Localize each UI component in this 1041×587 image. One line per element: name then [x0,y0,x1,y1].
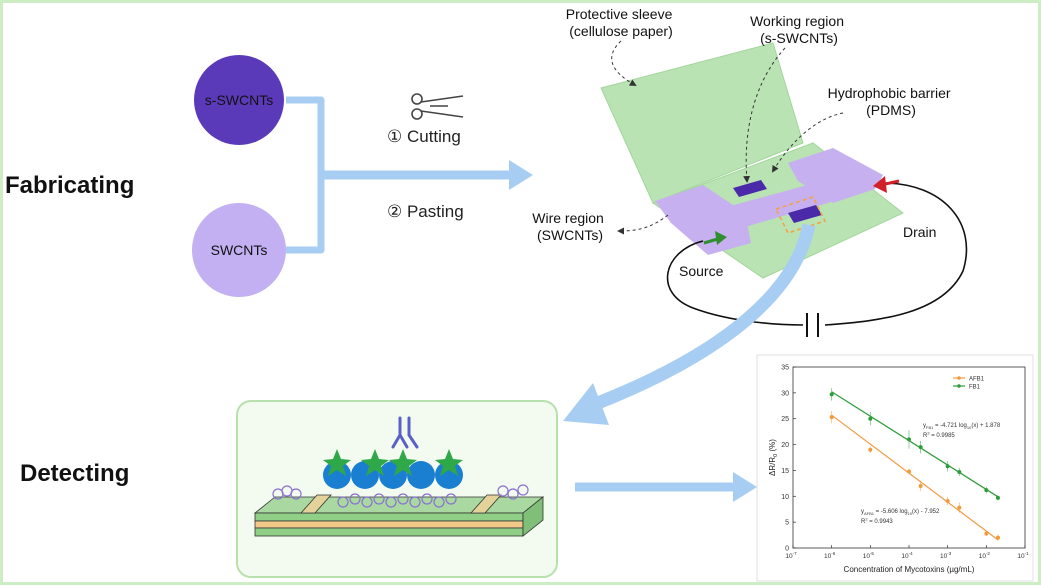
substrate-layer-orange [254,520,524,529]
sensor-cross-section [253,416,545,537]
y-tick-label: 25 [781,416,789,423]
data-point-afb1 [829,415,834,420]
x-tick-label: 10-5 [863,551,875,560]
detect-arrow-head [733,472,757,502]
x-tick-label: 10-4 [901,551,913,560]
step-cutting: ① Cutting [387,127,461,146]
circuit-wire-right [824,182,968,326]
merge-bracket [286,96,325,254]
protective-sleeve-line2: (cellulose paper) [569,23,673,39]
x-tick-label: 10-6 [824,551,836,560]
wire-region-pad-left [655,185,751,255]
fit-line-afb1 [831,414,999,541]
substrate-layer-bottom [254,527,524,537]
x-tick-label: 10-2 [979,551,991,560]
legend-label-afb1: AFB1 [969,377,985,383]
s-swcnts-circle [194,55,284,145]
data-point-afb1 [957,505,962,510]
protective-sleeve-line1: Protective sleeve [566,6,673,22]
protective-sleeve-flap [600,42,804,204]
y-tick-label: 15 [781,468,789,475]
hydrophobic-barrier-line1: Hydrophobic barrier [828,85,951,101]
section-title-detecting: Detecting [20,460,129,487]
section-title-fabricating: Fabricating [5,172,134,199]
curved-arrow-head [563,383,609,425]
protective-sleeve-label: Protective sleeve (cellulose paper) [566,6,677,39]
wire-region-label: Wire region (SWCNTs) [532,210,607,243]
chart-panel [756,354,1034,582]
data-point-fb1 [984,488,989,493]
data-point-fb1 [918,445,923,450]
highlight-box [774,196,827,234]
data-point-fb1 [995,495,1000,500]
x-tick-label: 10-3 [940,551,952,560]
swcnts-circle [192,203,286,297]
r-squared-fb1: R2 = 0.9985 [923,431,955,440]
scissors-icon [411,93,464,120]
equation-afb1: yAFB1 = -5.606 log10(x) - 7.952 [861,509,940,516]
working-region-upper [733,180,767,197]
source-arrowhead [715,231,727,245]
y-axis-label: ΔR/R0 (%) [768,439,779,476]
x-axis-label: Concentration of Mycotoxins (µg/mL) [844,565,975,574]
data-point-afb1 [945,498,950,503]
working-region-lower [788,205,822,223]
substrate-top [253,496,545,514]
source-label: Source [679,263,724,279]
data-point-afb1 [907,469,911,474]
y-tick-label: 20 [781,442,789,449]
schematic-figure: Fabricating s-SWCNTs SWCNTs ① Cutting ② … [5,6,1034,582]
data-point-afb1 [918,483,923,488]
r-squared-afb1: R2 = 0.9943 [861,517,893,526]
drain-label: Drain [903,224,936,240]
swcnts-label: SWCNTs [211,242,268,258]
legend-marker-fb1 [957,384,961,388]
working-region-label: Working region (s-SWCNTs) [750,13,848,46]
protective-sleeve-pointer [611,40,637,86]
y-tick-label: 5 [785,520,789,527]
legend-marker-afb1 [957,376,961,380]
fit-line-fb1 [831,391,999,498]
drain-arrowhead [873,176,887,193]
y-tick-label: 35 [781,365,789,372]
data-point-fb1 [957,469,962,474]
x-tick-label: 10-1 [1017,551,1029,560]
circuit-wire [666,240,804,326]
curved-arrow-body [582,223,816,415]
electrode-left [300,494,332,514]
s-swcnts-label: s-SWCNTs [205,92,273,108]
antibody-icon [391,416,419,449]
y-tick-label: 0 [785,546,789,553]
working-region-line1: Working region [750,13,844,29]
substrate-side [522,496,544,537]
data-point-afb1 [868,447,873,452]
legend-label-fb1: FB1 [969,385,981,391]
wire-region-pointer [617,214,669,235]
y-tick-label: 30 [781,390,789,397]
substrate-layer-green [254,512,524,522]
data-point-fb1 [907,437,911,442]
hydrophobic-barrier-label: Hydrophobic barrier (PDMS) [828,85,955,118]
y-tick-label: 10 [781,494,789,501]
data-point-afb1 [995,535,1000,540]
equation-fb1: yFB1 = -4.721 log10(x) + 1.878 [923,423,1001,430]
x-tick-label: 10-7 [785,551,797,560]
wire-region-line1: Wire region [532,210,604,226]
hydrophobic-barrier-pointer [771,112,844,173]
wire-region-line2: (SWCNTs) [537,227,603,243]
step-pasting: ② Pasting [387,202,464,221]
working-region-line2: (s-SWCNTs) [760,30,838,46]
hydrophobic-barrier-line2: (PDMS) [866,102,916,118]
wire-region-strip [723,178,845,229]
merge-arrow-head [509,160,533,190]
data-point-fb1 [829,392,834,397]
sensor-cross-section-frame [236,400,558,578]
data-point-fb1 [868,416,873,421]
calibration-chart: 0 5 10 15 20 25 30 35 10-7 10-6 10-5 10-4 10-3 10-2 10… [756,354,1034,582]
data-point-afb1 [984,531,989,536]
data-point-fb1 [945,464,950,469]
